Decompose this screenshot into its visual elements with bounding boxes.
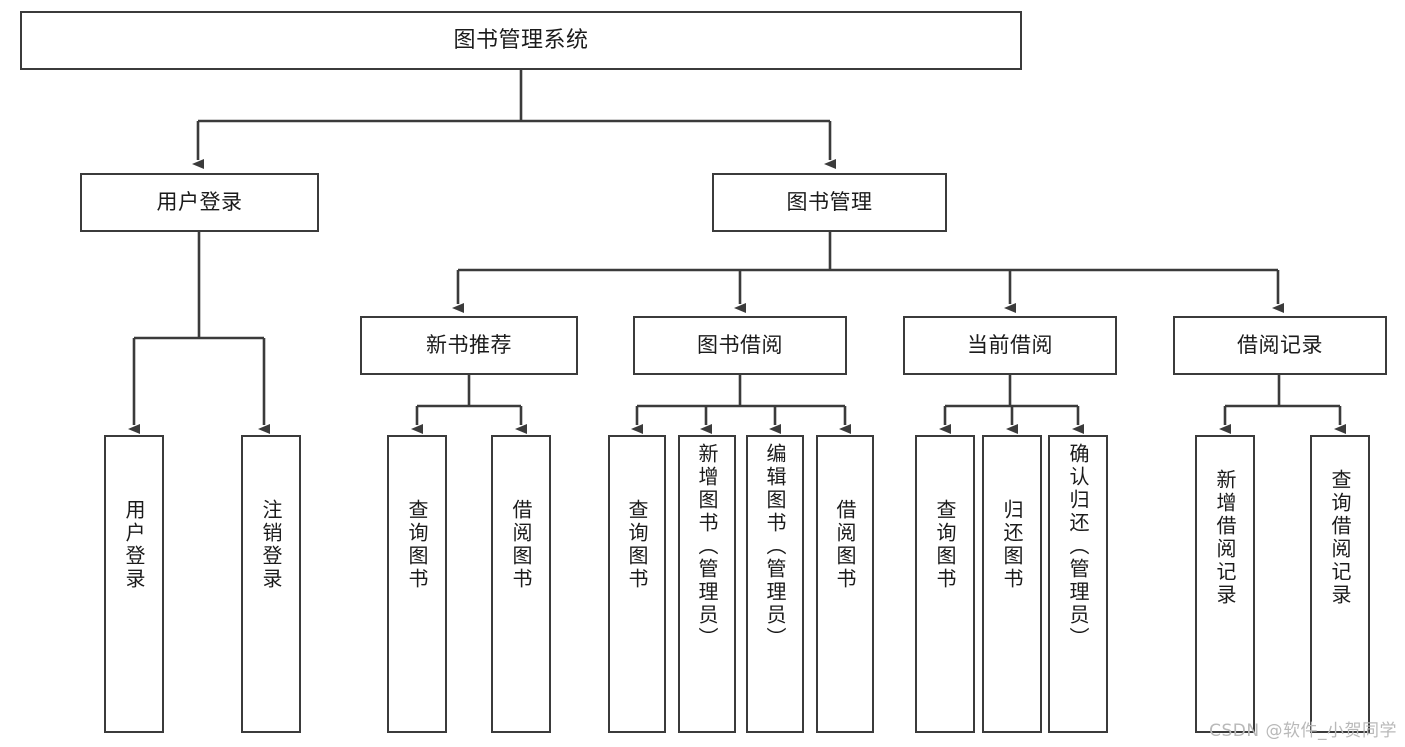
leaf-query-record[interactable]: 查询借阅记录 [1310, 435, 1370, 733]
leaf-user-logout-label: 注销登录 [259, 499, 283, 591]
leaf-borrow-book-1[interactable]: 借阅图书 [491, 435, 551, 733]
leaf-query-book-3-label: 查询图书 [933, 499, 957, 591]
leaf-user-logout[interactable]: 注销登录 [241, 435, 301, 733]
node-root-label: 图书管理系统 [453, 27, 589, 53]
leaf-confirm-return-label: 确认归还（管理员） [1066, 443, 1090, 650]
node-book-borrow-label: 图书借阅 [697, 333, 783, 358]
node-borrow-record-label: 借阅记录 [1237, 333, 1323, 358]
leaf-query-book-1[interactable]: 查询图书 [387, 435, 447, 733]
node-borrow-record[interactable]: 借阅记录 [1173, 316, 1387, 375]
leaf-borrow-book-2[interactable]: 借阅图书 [816, 435, 874, 733]
leaf-user-login-label: 用户登录 [122, 499, 146, 591]
leaf-user-login[interactable]: 用户登录 [104, 435, 164, 733]
leaf-return-book-label: 归还图书 [1000, 499, 1024, 591]
leaf-add-record[interactable]: 新增借阅记录 [1195, 435, 1255, 733]
leaf-add-book[interactable]: 新增图书（管理员） [678, 435, 736, 733]
node-book-manage-label: 图书管理 [786, 190, 873, 215]
csdn-watermark: CSDN @软件_小贺同学 [1209, 721, 1397, 741]
leaf-return-book[interactable]: 归还图书 [982, 435, 1042, 733]
leaf-query-record-label: 查询借阅记录 [1328, 469, 1352, 607]
leaf-query-book-3[interactable]: 查询图书 [915, 435, 975, 733]
leaf-add-book-label: 新增图书（管理员） [695, 443, 719, 650]
node-user-login[interactable]: 用户登录 [80, 173, 319, 232]
leaf-edit-book[interactable]: 编辑图书（管理员） [746, 435, 804, 733]
leaf-query-book-2-label: 查询图书 [625, 499, 649, 591]
node-new-book-recommend[interactable]: 新书推荐 [360, 316, 578, 375]
node-root[interactable]: 图书管理系统 [20, 11, 1022, 70]
node-current-borrow[interactable]: 当前借阅 [903, 316, 1117, 375]
node-current-borrow-label: 当前借阅 [967, 333, 1053, 358]
node-book-manage[interactable]: 图书管理 [712, 173, 947, 232]
leaf-query-book-1-label: 查询图书 [405, 499, 429, 591]
leaf-borrow-book-1-label: 借阅图书 [509, 499, 533, 591]
leaf-query-book-2[interactable]: 查询图书 [608, 435, 666, 733]
node-book-borrow[interactable]: 图书借阅 [633, 316, 847, 375]
leaf-confirm-return[interactable]: 确认归还（管理员） [1048, 435, 1108, 733]
leaf-add-record-label: 新增借阅记录 [1213, 469, 1237, 607]
leaf-edit-book-label: 编辑图书（管理员） [763, 443, 787, 650]
leaf-borrow-book-2-label: 借阅图书 [833, 499, 857, 591]
node-new-book-recommend-label: 新书推荐 [426, 333, 512, 358]
node-user-login-label: 用户登录 [156, 190, 243, 215]
